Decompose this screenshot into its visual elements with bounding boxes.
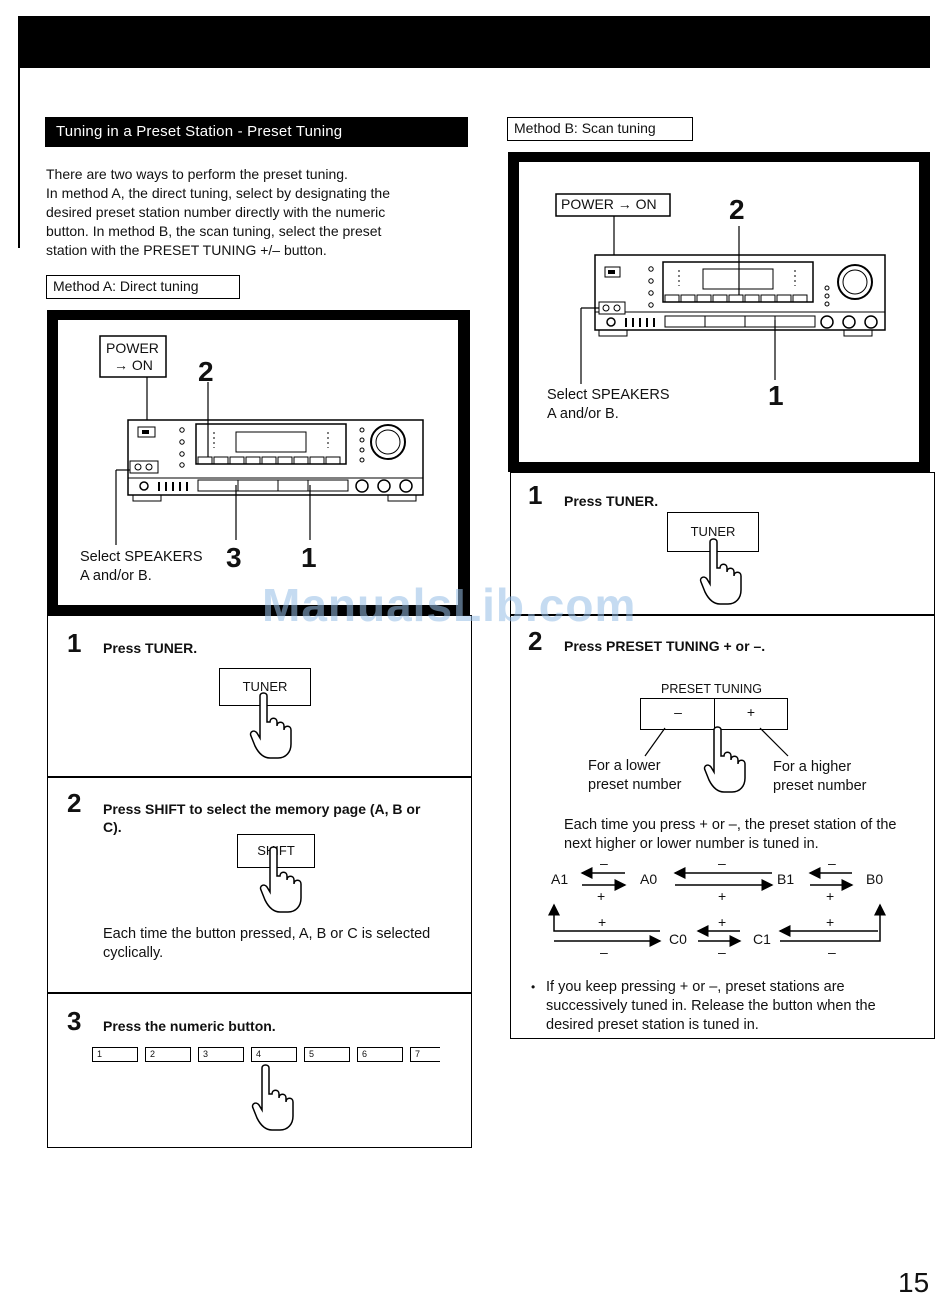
numeric-button-2[interactable]: 2	[145, 1047, 191, 1062]
step-number: 2	[67, 788, 82, 818]
step-number: 1	[67, 628, 82, 658]
method-b-label: Method B: Scan tuning	[507, 117, 693, 141]
seq-minus: –	[718, 944, 726, 960]
bullet-icon: •	[531, 980, 536, 994]
callout-3: 3	[226, 542, 242, 573]
power-on-label: POWER → ON	[561, 196, 657, 212]
seq-minus: –	[600, 944, 608, 960]
seq-plus: +	[826, 888, 835, 904]
intro-text: There are two ways to perform the preset…	[46, 165, 456, 260]
receiver-diagram-a	[99, 335, 424, 545]
step-number: 2	[528, 626, 543, 656]
seq-minus: –	[828, 944, 836, 960]
step-note: Each time you press + or –, the preset s…	[564, 817, 897, 852]
seq-plus: +	[718, 888, 727, 904]
bullet-note: If you keep pressing + or –, preset stat…	[546, 979, 876, 1033]
intro-line: station with the PRESET TUNING +/– butto…	[46, 242, 327, 258]
numeric-button-3[interactable]: 3	[198, 1047, 244, 1062]
preset-minus-button[interactable]: –	[640, 698, 716, 730]
seq-c1: C1	[753, 931, 771, 947]
hand-pointer-icon	[699, 538, 742, 605]
seq-a0: A0	[640, 871, 658, 887]
step-note: Each time the button pressed, A, B or C …	[103, 926, 431, 961]
receiver-diagram-b	[555, 193, 886, 384]
method-a-illustration: POWER → ON 2 3 1 Select SPEAKERS A and/o…	[58, 320, 458, 605]
callout-1: 1	[301, 542, 317, 573]
hand-pointer-icon	[251, 1064, 294, 1131]
seq-b0: B0	[866, 871, 884, 887]
numeric-button-4[interactable]: 4	[251, 1047, 297, 1062]
numeric-button-7[interactable]: 7	[410, 1047, 440, 1062]
intro-line: There are two ways to perform the preset…	[46, 166, 348, 182]
header-bar	[18, 16, 930, 68]
tuner-button[interactable]: TUNER	[667, 512, 759, 552]
step-caption: Press PRESET TUNING + or –.	[564, 638, 766, 654]
hand-pointer-icon	[703, 726, 746, 793]
divider	[510, 614, 935, 616]
divider	[47, 776, 472, 778]
power-on-label: POWER → ON	[106, 340, 159, 373]
hand-pointer-icon	[259, 846, 302, 913]
pointer-lines	[644, 727, 789, 757]
numeric-button-5[interactable]: 5	[304, 1047, 350, 1062]
callout-2: 2	[729, 194, 745, 225]
seq-minus: –	[600, 855, 608, 871]
watermark: ManualsLib.com	[262, 579, 637, 631]
higher-note: For a higher preset number	[773, 759, 867, 794]
step-caption: Press SHIFT to select the memory page (A…	[103, 801, 421, 835]
section-title: Tuning in a Preset Station - Preset Tuni…	[45, 117, 468, 147]
numeric-button-1[interactable]: 1	[92, 1047, 138, 1062]
seq-b1: B1	[777, 871, 795, 887]
callout-2: 2	[198, 356, 214, 387]
speakers-note: Select SPEAKERS A and/or B.	[80, 549, 203, 584]
seq-minus: –	[718, 855, 726, 871]
seq-plus: +	[598, 914, 607, 930]
numeric-button-6[interactable]: 6	[357, 1047, 403, 1062]
divider	[47, 992, 472, 994]
left-rule	[18, 68, 20, 248]
preset-tuning-label: PRESET TUNING	[661, 682, 762, 696]
preset-plus-button[interactable]: +	[714, 698, 788, 730]
step-number: 3	[67, 1006, 82, 1036]
step-caption: Press the numeric button.	[103, 1018, 276, 1034]
seq-plus: +	[597, 888, 606, 904]
seq-plus: +	[826, 914, 835, 930]
step-number: 1	[528, 480, 543, 510]
page-number: 15	[898, 1267, 930, 1298]
intro-line: desired preset station number directly w…	[46, 204, 386, 220]
intro-line: button. In method B, the scan tuning, se…	[46, 223, 382, 239]
step-caption: Press TUNER.	[564, 493, 659, 509]
method-b-illustration: POWER → ON 2 1 Select SPEAKERS A and/or …	[519, 162, 919, 462]
hand-pointer-icon	[249, 692, 292, 759]
method-a-label: Method A: Direct tuning	[46, 275, 240, 299]
seq-plus: +	[718, 914, 727, 930]
seq-c0: C0	[669, 931, 687, 947]
seq-a1: A1	[551, 871, 569, 887]
lower-note: For a lower preset number	[588, 758, 682, 793]
intro-line: In method A, the direct tuning, select b…	[46, 185, 390, 201]
seq-minus: –	[828, 855, 836, 871]
callout-1: 1	[768, 380, 784, 411]
preset-sequence-diagram	[548, 867, 886, 947]
speakers-note: Select SPEAKERS A and/or B.	[547, 387, 670, 422]
step-caption: Press TUNER.	[103, 640, 198, 656]
